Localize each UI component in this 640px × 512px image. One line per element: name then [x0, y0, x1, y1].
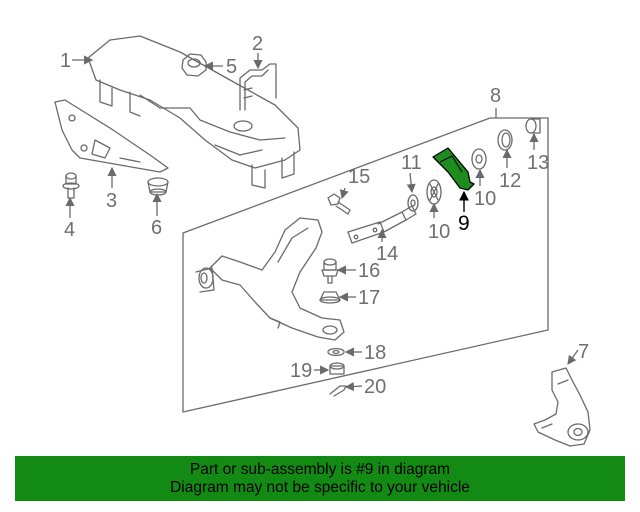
knuckle-part [533, 367, 591, 447]
callout-labels: 1 2 3 4 5 6 7 8 9 10 10 11 12 13 14 15 1… [60, 33, 589, 398]
callout-6: 6 [151, 217, 162, 239]
callout-8: 8 [490, 85, 501, 107]
lower-control-arm-part [195, 217, 345, 341]
bolt-part [62, 172, 80, 199]
callout-12: 12 [499, 170, 521, 192]
support-plate-part [54, 99, 169, 173]
assembly-panel-outline [182, 117, 549, 413]
callout-7: 7 [578, 341, 589, 363]
callout-18: 18 [364, 342, 386, 364]
callout-20: 20 [364, 376, 386, 398]
cotter-pin-part [329, 385, 347, 397]
callout-4: 4 [64, 219, 75, 241]
callout-3: 3 [106, 190, 117, 212]
part-9-highlighted [432, 147, 475, 191]
callout-1: 1 [60, 50, 71, 72]
banner-line-1: Part or sub-assembly is #9 in diagram [189, 461, 451, 478]
bracket-part [239, 63, 277, 111]
cap-19-part [329, 362, 345, 375]
callout-9: 9 [458, 212, 470, 235]
washer-18-part [327, 347, 345, 357]
callout-14: 14 [376, 243, 398, 265]
washer-part [407, 194, 419, 212]
ball-joint-part [321, 258, 339, 284]
boot-part [319, 291, 341, 304]
callout-2: 2 [252, 33, 263, 55]
crossmember-part [87, 35, 301, 189]
callout-19: 19 [290, 360, 312, 382]
callout-15: 15 [348, 166, 370, 188]
callout-10-lower: 10 [428, 221, 450, 243]
banner-line-2: Diagram may not be specific to your vehi… [170, 479, 470, 496]
bushing-10-upper-part [471, 148, 487, 170]
callout-17: 17 [358, 287, 380, 309]
callout-11: 11 [401, 152, 422, 174]
leader-lines [65, 53, 579, 392]
callout-5: 5 [226, 56, 237, 78]
info-banner: Part or sub-assembly is #9 in diagram Di… [15, 456, 625, 501]
callout-13: 13 [527, 152, 549, 174]
bushing-10-lower-part [426, 179, 442, 205]
parts-diagram: 1 2 3 4 5 6 7 8 9 10 10 11 12 13 14 15 1… [54, 33, 591, 447]
bushing-part [147, 177, 169, 196]
callout-10-upper: 10 [474, 188, 496, 210]
callout-16: 16 [358, 260, 380, 282]
ring-part [497, 129, 513, 151]
cap-part [525, 118, 541, 134]
small-bolt-part [327, 193, 351, 215]
